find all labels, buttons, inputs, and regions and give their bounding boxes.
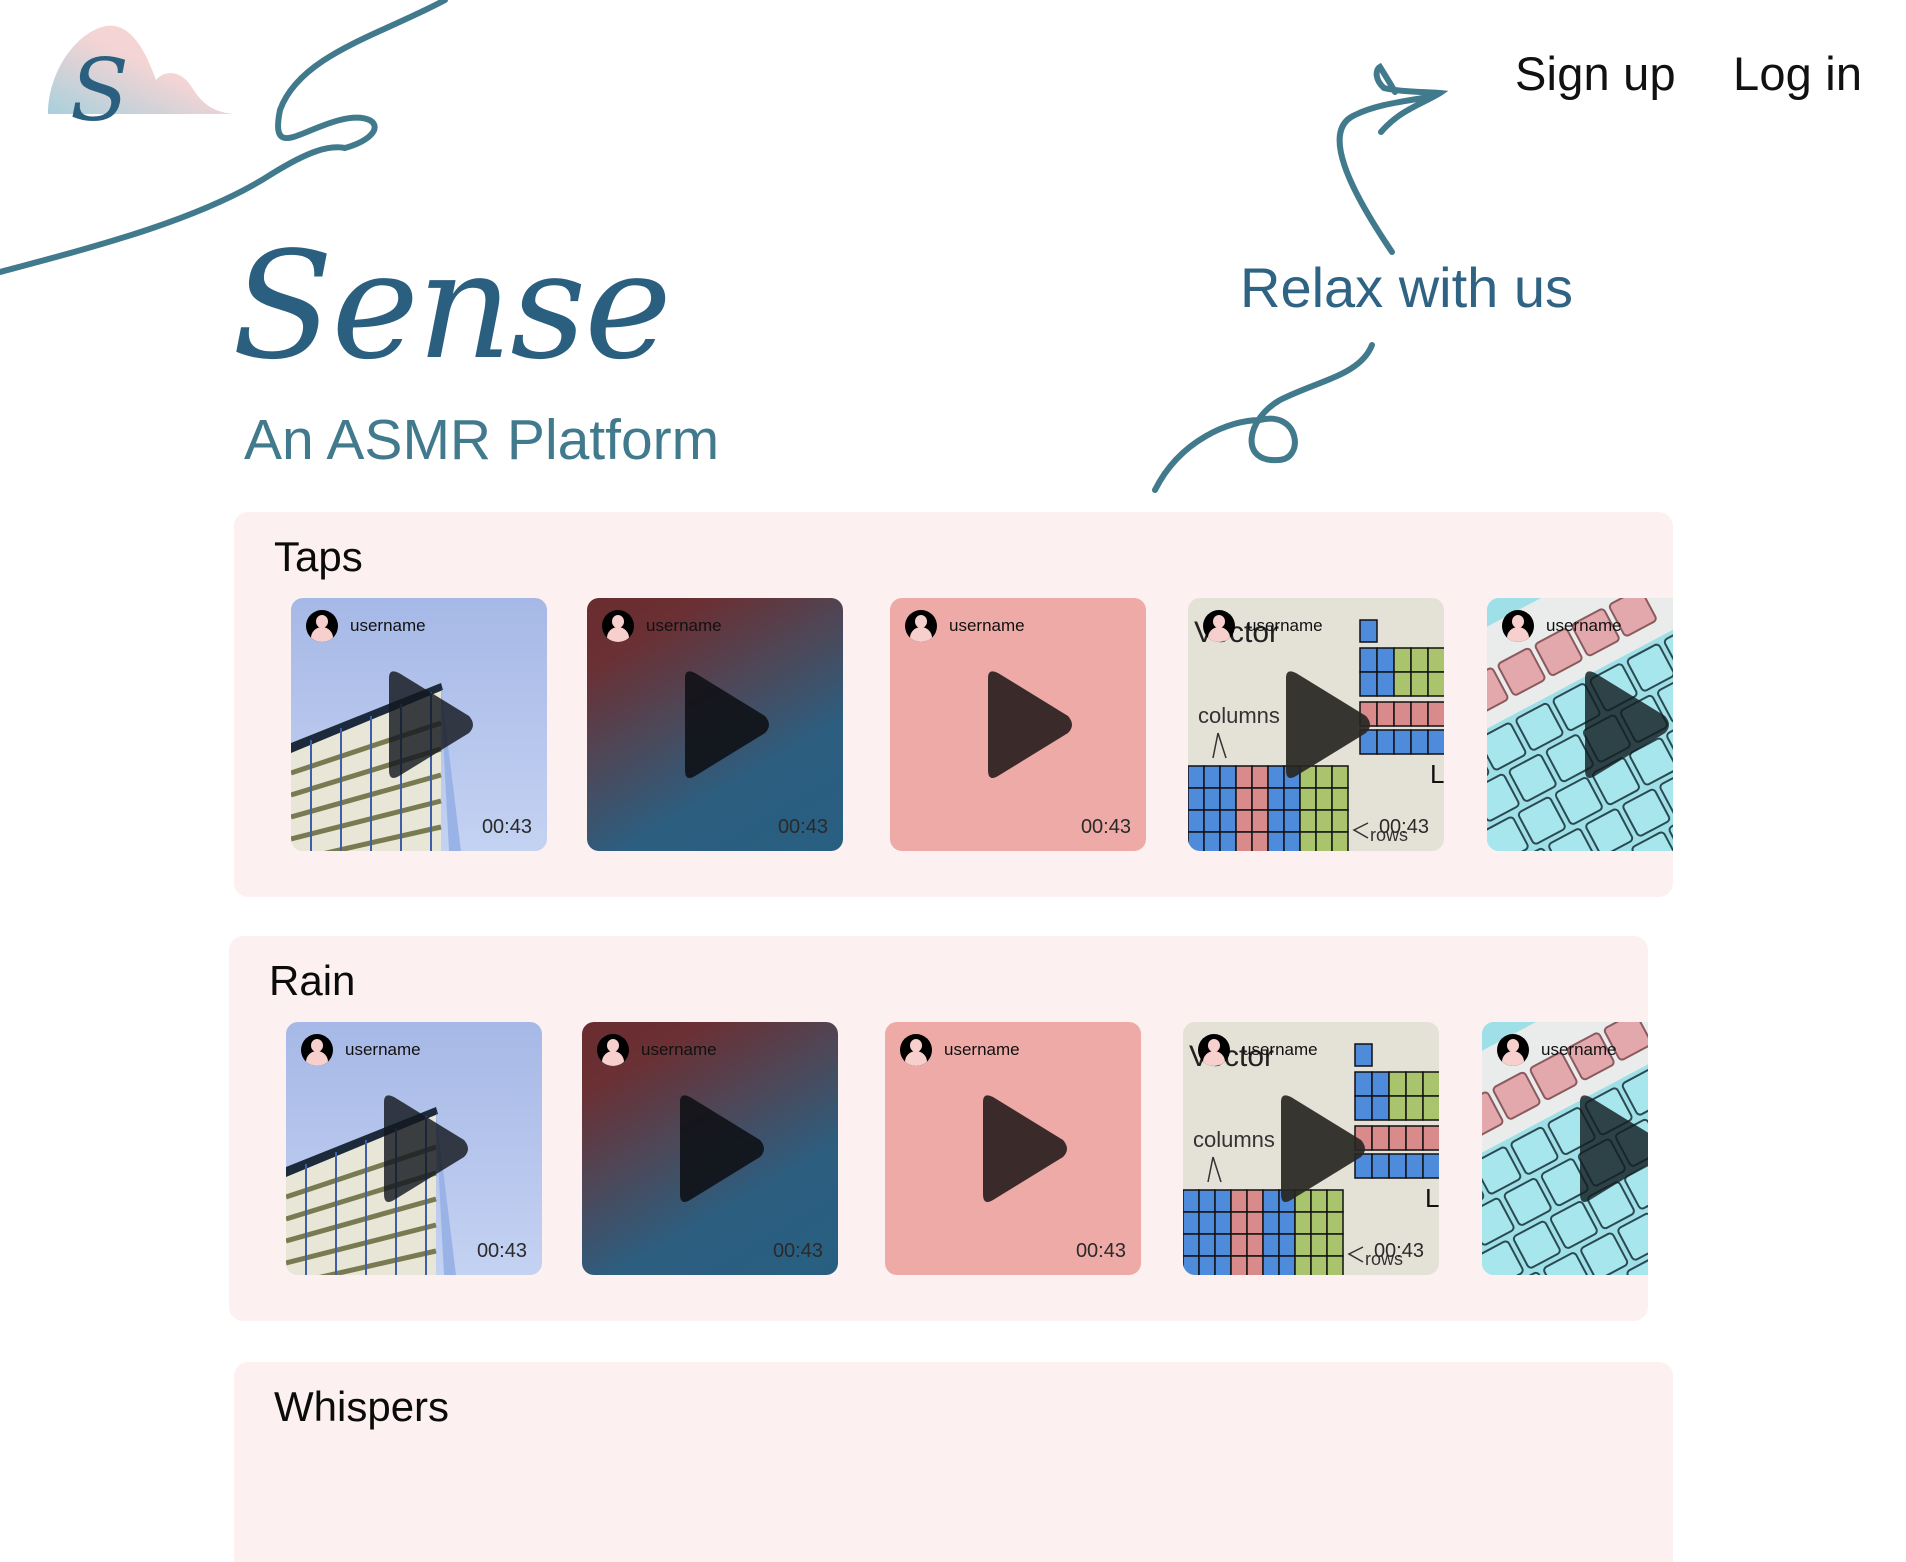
video-author[interactable]: username [306, 610, 426, 642]
play-icon[interactable] [1579, 670, 1671, 780]
play-icon[interactable] [383, 670, 475, 780]
video-author[interactable]: username [1198, 1034, 1318, 1066]
video-card[interactable]: username 00:43 [885, 1022, 1141, 1275]
video-card[interactable]: username 00:43 [582, 1022, 838, 1275]
play-icon[interactable] [674, 1094, 766, 1204]
svg-text:columns: columns [1198, 703, 1280, 728]
avatar-icon [301, 1034, 333, 1066]
avatar-icon [1198, 1034, 1230, 1066]
video-duration: 00:43 [1374, 1240, 1424, 1263]
section-panel-taps: Taps username 00:43 username 00:43 username 00… [234, 512, 1673, 897]
username: username [646, 616, 722, 636]
video-duration: 00:43 [1379, 816, 1429, 839]
video-author[interactable]: username [1203, 610, 1323, 642]
video-duration: 00:43 [1076, 1240, 1126, 1263]
avatar-icon [905, 610, 937, 642]
avatar-icon [1203, 610, 1235, 642]
tagline: An ASMR Platform [244, 412, 719, 469]
video-duration: 00:43 [773, 1240, 823, 1263]
logo-letter: S [70, 41, 129, 132]
login-link[interactable]: Log in [1733, 46, 1862, 101]
username: username [944, 1040, 1020, 1060]
svg-text:L: L [1430, 759, 1444, 789]
video-author[interactable]: username [900, 1034, 1020, 1066]
play-icon[interactable] [977, 1094, 1069, 1204]
video-card[interactable]: username 00:43 [587, 598, 843, 851]
logo[interactable]: S [46, 22, 241, 132]
video-author[interactable]: username [1502, 610, 1622, 642]
play-icon[interactable] [679, 670, 771, 780]
section-title: Rain [269, 958, 355, 1004]
video-card[interactable]: username 00:43 [286, 1022, 542, 1275]
username: username [1247, 616, 1323, 636]
avatar-icon [306, 610, 338, 642]
video-author[interactable]: username [597, 1034, 717, 1066]
section-title: Taps [274, 534, 363, 580]
video-duration: 00:43 [778, 816, 828, 839]
logo-cloud-icon: S [46, 22, 241, 132]
avatar-icon [900, 1034, 932, 1066]
video-author[interactable]: username [602, 610, 722, 642]
username: username [1546, 616, 1622, 636]
username: username [1242, 1040, 1318, 1060]
section-panel-whispers: Whispers [234, 1362, 1673, 1562]
video-author[interactable]: username [905, 610, 1025, 642]
play-icon[interactable] [1275, 1094, 1367, 1204]
video-card[interactable]: username 00:43 [291, 598, 547, 851]
signup-link[interactable]: Sign up [1515, 46, 1676, 101]
play-icon[interactable] [378, 1094, 470, 1204]
brand-title: Sense [232, 232, 670, 380]
video-duration: 00:43 [482, 816, 532, 839]
username: username [345, 1040, 421, 1060]
slogan: Relax with us [1240, 260, 1573, 316]
swirl-bottom-relax [1155, 345, 1372, 490]
play-icon[interactable] [1280, 670, 1372, 780]
avatar-icon [1497, 1034, 1529, 1066]
avatar-icon [1502, 610, 1534, 642]
avatar-icon [597, 1034, 629, 1066]
section-panel-rain: Rain username 00:43 username 00:43 username 00… [229, 936, 1648, 1321]
svg-text:L: L [1425, 1183, 1439, 1213]
username: username [641, 1040, 717, 1060]
video-author[interactable]: username [301, 1034, 421, 1066]
play-icon[interactable] [1574, 1094, 1648, 1204]
video-duration: 00:43 [1081, 816, 1131, 839]
svg-text:columns: columns [1193, 1127, 1275, 1152]
video-card[interactable]: username 00:43 [890, 598, 1146, 851]
video-author[interactable]: username [1497, 1034, 1617, 1066]
username: username [350, 616, 426, 636]
avatar-icon [602, 610, 634, 642]
username: username [1541, 1040, 1617, 1060]
play-icon[interactable] [982, 670, 1074, 780]
username: username [949, 616, 1025, 636]
video-duration: 00:43 [477, 1240, 527, 1263]
section-title: Whispers [274, 1384, 449, 1430]
swirl-arrow-nav [1340, 67, 1440, 252]
